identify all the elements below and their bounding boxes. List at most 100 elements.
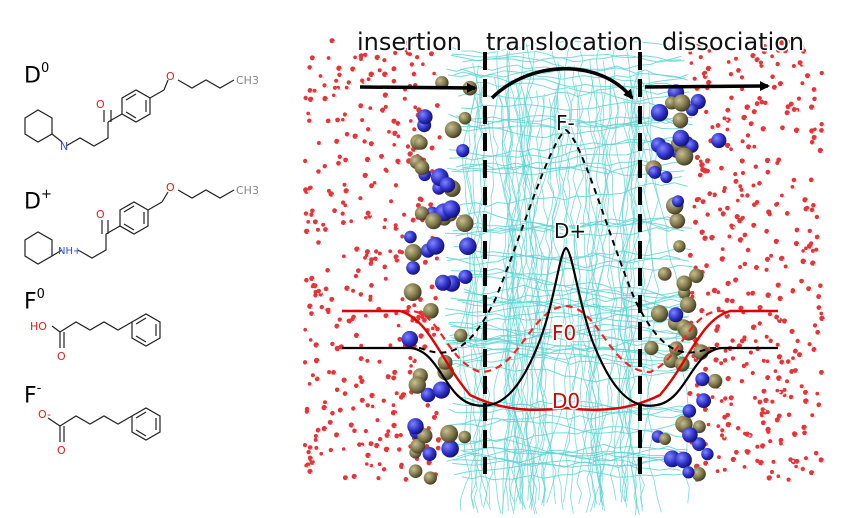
lipid-tail xyxy=(568,83,582,514)
water-hydrogen xyxy=(437,298,440,301)
water-molecule xyxy=(776,474,781,479)
water-hydrogen xyxy=(816,129,819,132)
water-hydrogen xyxy=(820,297,823,300)
water-molecule xyxy=(391,66,397,72)
water-molecule xyxy=(794,464,798,469)
water-molecule xyxy=(797,352,803,358)
water-hydrogen xyxy=(725,191,728,194)
water-molecule xyxy=(720,211,726,217)
water-molecule xyxy=(799,43,804,49)
water-molecule xyxy=(400,297,405,302)
water-hydrogen xyxy=(788,113,791,116)
water-molecule xyxy=(761,388,767,394)
water-hydrogen xyxy=(336,88,339,91)
label-dplus: D+ xyxy=(554,219,586,243)
water-hydrogen xyxy=(746,264,749,267)
water-hydrogen xyxy=(710,83,713,86)
water-molecule xyxy=(341,377,347,383)
water-hydrogen xyxy=(773,56,776,59)
water-hydrogen xyxy=(691,393,694,397)
water-hydrogen xyxy=(348,288,351,291)
water-molecule xyxy=(763,44,767,48)
lipid-tail xyxy=(606,44,626,502)
water-molecule xyxy=(383,446,390,453)
water-molecule xyxy=(303,327,308,332)
water-molecule xyxy=(328,447,334,453)
water-hydrogen xyxy=(744,218,747,221)
water-molecule xyxy=(730,456,737,463)
dplus-nh: NH+ xyxy=(58,246,81,257)
water-molecule xyxy=(706,422,711,427)
water-molecule xyxy=(808,177,814,183)
water-hydrogen xyxy=(324,225,327,228)
water-hydrogen xyxy=(408,311,411,315)
water-hydrogen xyxy=(711,194,714,197)
water-molecule xyxy=(351,288,356,293)
water-molecule xyxy=(792,431,798,437)
water-molecule xyxy=(359,397,365,403)
water-molecule xyxy=(395,121,401,126)
water-molecule xyxy=(760,407,765,412)
water-molecule xyxy=(429,145,435,151)
water-hydrogen xyxy=(395,81,398,84)
insertion-arrow xyxy=(359,82,477,93)
choline-bead xyxy=(408,376,426,394)
water-hydrogen xyxy=(395,378,398,381)
water-molecule xyxy=(434,410,439,416)
water-hydrogen xyxy=(780,416,783,419)
water-molecule xyxy=(739,158,745,164)
water-hydrogen xyxy=(374,406,377,409)
water-molecule xyxy=(788,101,794,107)
water-molecule xyxy=(802,430,807,436)
water-hydrogen xyxy=(345,449,348,452)
water-hydrogen xyxy=(345,256,348,259)
water-hydrogen xyxy=(703,232,706,235)
fminus-structure xyxy=(47,407,161,442)
water-molecule xyxy=(753,339,758,343)
water-molecule xyxy=(312,283,318,289)
water-molecule xyxy=(764,157,771,164)
water-molecule xyxy=(809,128,815,134)
water-hydrogen xyxy=(725,118,729,121)
water-molecule xyxy=(811,347,817,352)
water-molecule xyxy=(757,181,762,186)
water-molecule xyxy=(326,56,331,60)
water-molecule xyxy=(782,387,787,392)
water-hydrogen xyxy=(714,397,717,400)
water-hydrogen xyxy=(378,420,382,423)
water-hydrogen xyxy=(758,104,761,107)
water-hydrogen xyxy=(781,84,785,87)
water-hydrogen xyxy=(703,165,706,168)
water-molecule xyxy=(308,96,314,103)
water-hydrogen xyxy=(781,357,784,360)
water-hydrogen xyxy=(352,221,355,224)
water-molecule xyxy=(336,65,342,71)
water-molecule xyxy=(809,241,814,246)
water-molecule xyxy=(737,237,744,243)
water-molecule xyxy=(409,119,413,123)
water-hydrogen xyxy=(359,271,362,274)
water-hydrogen xyxy=(718,345,721,348)
water-hydrogen xyxy=(767,400,770,403)
water-molecule xyxy=(411,71,417,77)
water-molecule xyxy=(388,249,393,254)
water-hydrogen xyxy=(772,256,775,259)
water-hydrogen xyxy=(425,320,429,323)
water-hydrogen xyxy=(357,386,360,389)
water-molecule xyxy=(429,51,434,57)
water-molecule xyxy=(764,228,770,234)
water-molecule xyxy=(809,104,815,110)
water-molecule xyxy=(819,369,824,375)
water-hydrogen xyxy=(697,222,700,225)
water-hydrogen xyxy=(403,299,407,302)
water-molecule xyxy=(437,135,442,140)
water-molecule xyxy=(777,295,783,302)
water-molecule xyxy=(807,342,812,347)
water-molecule xyxy=(400,392,407,398)
phosphate-bead xyxy=(695,372,710,387)
water-molecule xyxy=(354,383,359,389)
water-molecule xyxy=(334,387,340,393)
water-molecule xyxy=(745,133,751,138)
water-molecule xyxy=(716,424,721,428)
water-hydrogen xyxy=(771,314,774,317)
